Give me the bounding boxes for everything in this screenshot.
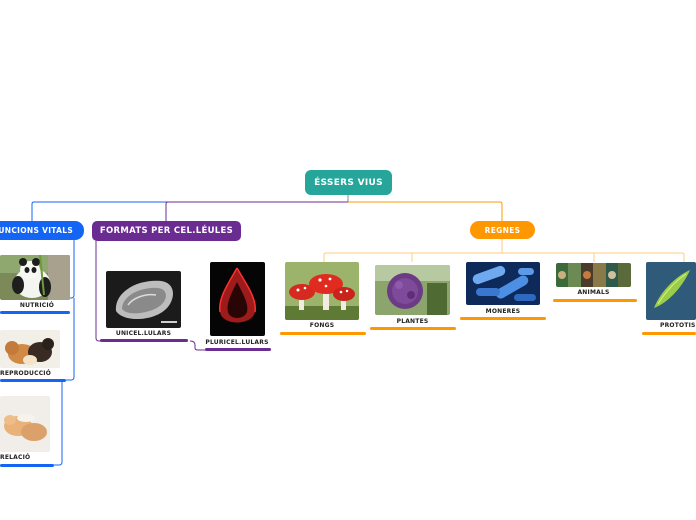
underline-reproduccio <box>0 379 66 382</box>
underline-moneres <box>460 317 546 320</box>
underline-fongs <box>280 332 366 335</box>
underline-nutricio <box>0 311 70 314</box>
image-plantes <box>375 265 450 315</box>
caption-plantes: PLANTES <box>396 318 429 325</box>
caption-unicellulars: UNICEL.LULARS <box>115 330 172 337</box>
branch-regnes[interactable]: REGNES <box>470 221 535 239</box>
branch-formats[interactable]: FORMATS PER CEL.LÉULES <box>92 221 241 241</box>
underline-unicellulars <box>100 339 188 342</box>
image-moneres <box>466 262 540 305</box>
caption-prototis: PROTOTIS <box>660 322 696 329</box>
underline-prototis <box>642 332 696 335</box>
image-relacio <box>0 396 50 452</box>
underline-relacio <box>0 464 54 467</box>
image-reproduccio <box>0 330 60 368</box>
caption-animals: ANIMALS <box>577 289 610 296</box>
caption-pluricellulars: PLURICEL.LULARS <box>205 339 269 346</box>
root-node[interactable]: ÉSSERS VIUS <box>305 170 392 195</box>
caption-reproduccio: REPRODUCCIÓ <box>0 370 52 377</box>
caption-nutricio: NUTRICIÓ <box>19 302 55 309</box>
root-label: ÉSSERS VIUS <box>314 177 383 188</box>
caption-fongs: FONGS <box>309 322 335 329</box>
image-fongs <box>285 262 359 320</box>
branch-label: FORMATS PER CEL.LÉULES <box>99 226 234 236</box>
underline-animals <box>553 299 637 302</box>
image-animals <box>556 263 631 287</box>
underline-plantes <box>370 327 456 330</box>
underline-pluricellulars <box>205 348 271 351</box>
image-prototis <box>646 262 696 320</box>
image-pluricellulars <box>210 262 265 336</box>
image-nutricio <box>0 255 70 300</box>
caption-relacio: RELACIÓ <box>0 454 31 461</box>
branch-label: FUNCIONS VITALS <box>0 226 74 235</box>
caption-moneres: MONERES <box>485 308 521 315</box>
branch-funcions-vitals[interactable]: FUNCIONS VITALS <box>0 221 84 240</box>
image-unicellulars <box>106 271 181 328</box>
branch-label: REGNES <box>484 225 521 235</box>
